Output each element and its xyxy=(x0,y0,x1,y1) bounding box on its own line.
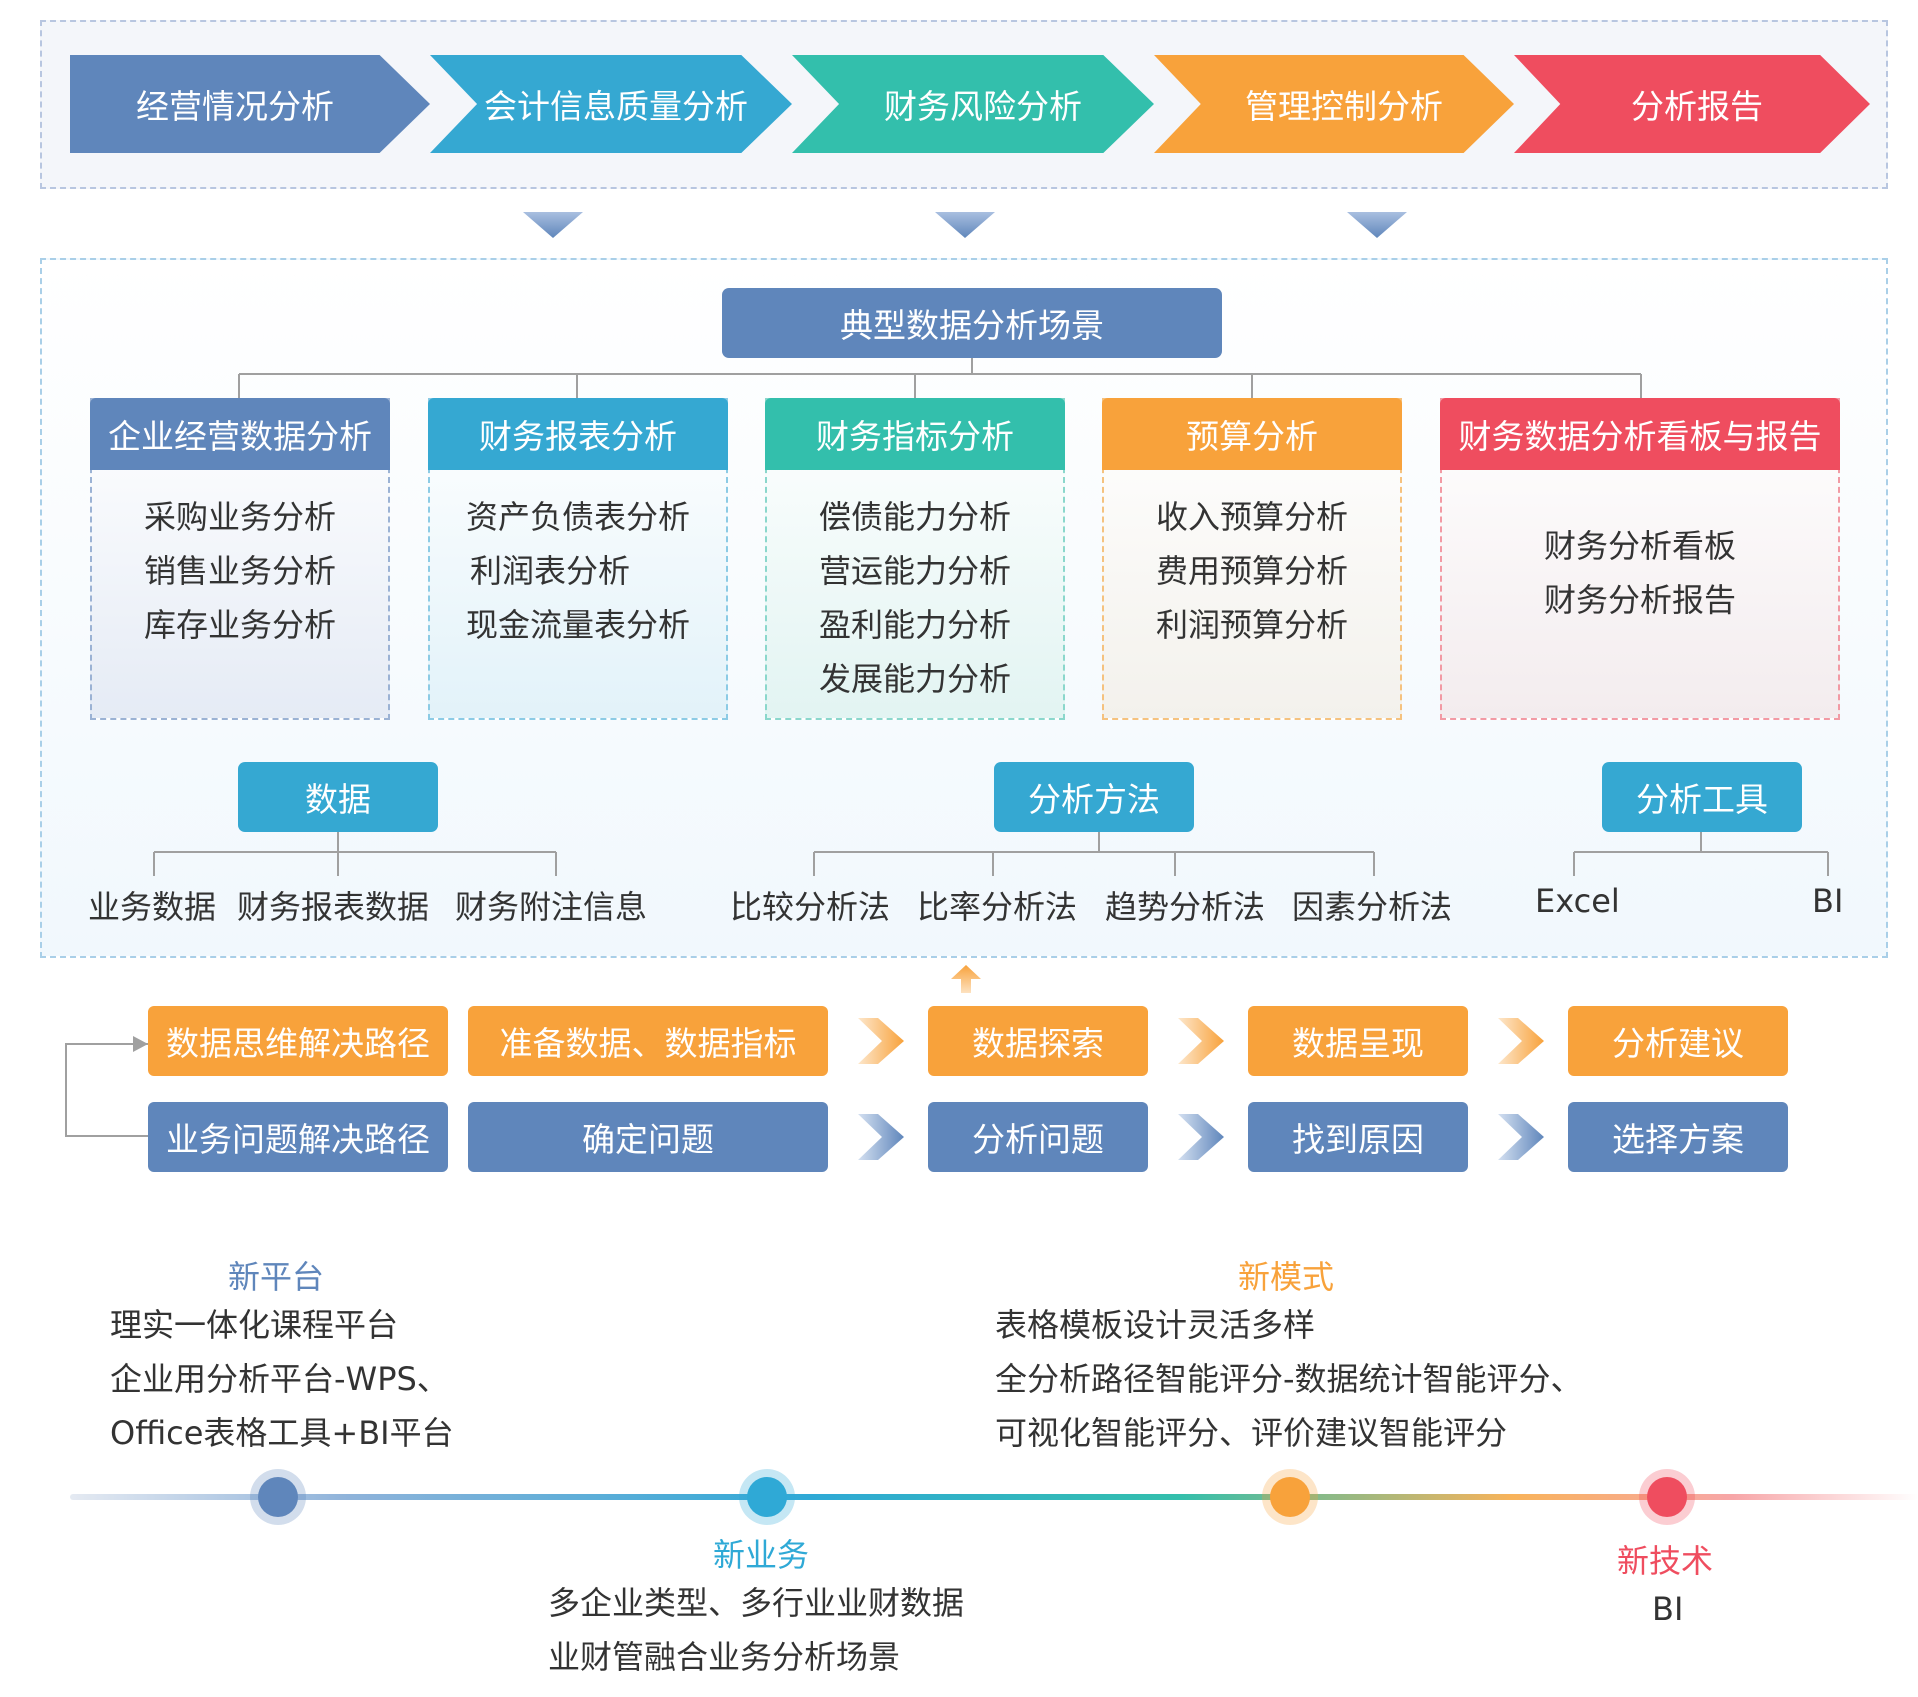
data-path-step-prepare: 准备数据、数据指标 xyxy=(468,1006,828,1076)
list-item: 收入预算分析 xyxy=(1155,498,1348,536)
tool-item-bi: BI xyxy=(1812,882,1844,920)
business-path-step-analyze: 分析问题 xyxy=(928,1102,1148,1172)
timeline-line: BI xyxy=(1652,1590,1684,1628)
arrow-right-icon xyxy=(1498,1018,1544,1064)
timeline-line-track xyxy=(70,1494,1918,1500)
scenario-title-label: 典型数据分析场景 xyxy=(840,306,1104,345)
list-item: 发展能力分析 xyxy=(818,660,1011,698)
timeline-dot-platform xyxy=(258,1477,298,1517)
timeline-dot-tech xyxy=(1647,1477,1687,1517)
card-title: 财务报表分析 xyxy=(428,398,728,470)
card-title: 财务指标分析 xyxy=(765,398,1065,470)
data-item-statements: 财务报表数据 xyxy=(237,888,430,926)
list-item: 偿债能力分析 xyxy=(818,498,1011,536)
timeline-tech-text: BI xyxy=(1652,1582,1683,1636)
timeline-dot-business xyxy=(747,1477,787,1517)
method-item-ratio: 比率分析法 xyxy=(917,888,1078,926)
timeline-line: 表格模板设计灵活多样 xyxy=(995,1306,1316,1344)
business-path-step-choose: 选择方案 xyxy=(1568,1102,1788,1172)
timeline-line: 多企业类型、多行业业财数据 xyxy=(548,1584,965,1622)
stage-label: 会计信息质量分析 xyxy=(484,87,748,126)
card-items: 偿债能力分析 营运能力分析 盈利能力分析 发展能力分析 xyxy=(767,472,1063,718)
stage-label: 经营情况分析 xyxy=(136,87,334,126)
list-item: 利润表分析 xyxy=(470,552,631,590)
timeline-mode-text: 表格模板设计灵活多样 全分析路径智能评分-数据统计智能评分、 可视化智能评分、评… xyxy=(995,1298,1583,1460)
stage-accounting-quality: 会计信息质量分析 xyxy=(430,55,792,153)
method-item-trend: 趋势分析法 xyxy=(1105,888,1266,926)
card-items: 收入预算分析 费用预算分析 利润预算分析 xyxy=(1104,472,1400,718)
stage-financial-risk: 财务风险分析 xyxy=(792,55,1154,153)
data-path-title: 数据思维解决路径 xyxy=(148,1006,448,1076)
card-financial-indicators: 财务指标分析 偿债能力分析 营运能力分析 盈利能力分析 发展能力分析 xyxy=(765,398,1065,720)
stage-label: 财务风险分析 xyxy=(884,87,1082,126)
data-path-step-explore: 数据探索 xyxy=(928,1006,1148,1076)
scenario-title: 典型数据分析场景 xyxy=(722,288,1222,358)
timeline-line: 全分析路径智能评分-数据统计智能评分、 xyxy=(995,1360,1583,1398)
list-item: 库存业务分析 xyxy=(143,606,336,644)
list-item: 资产负债表分析 xyxy=(465,498,690,536)
arrow-right-icon xyxy=(1498,1114,1544,1160)
card-title: 预算分析 xyxy=(1102,398,1402,470)
data-item-notes: 财务附注信息 xyxy=(455,888,648,926)
stage-analysis-report: 分析报告 xyxy=(1514,55,1870,153)
chevron-down-icon xyxy=(1347,212,1407,238)
business-path-title: 业务问题解决路径 xyxy=(148,1102,448,1172)
data-item-business: 业务数据 xyxy=(88,888,217,926)
data-group-title: 数据 xyxy=(238,762,438,832)
list-item: 现金流量表分析 xyxy=(465,606,690,644)
list-item: 营运能力分析 xyxy=(818,552,1011,590)
timeline-platform-title: 新平台 xyxy=(228,1258,325,1296)
timeline-tech-title: 新技术 xyxy=(1617,1542,1714,1580)
group-title-label: 数据 xyxy=(305,780,371,819)
arrow-right-icon xyxy=(858,1018,904,1064)
arrow-right-icon xyxy=(1178,1018,1224,1064)
card-financial-statements: 财务报表分析 资产负债表分析 利润表分析 现金流量表分析 xyxy=(428,398,728,720)
timeline-business-text: 多企业类型、多行业业财数据 业财管融合业务分析场景 xyxy=(548,1576,964,1684)
arrow-right-icon xyxy=(1178,1114,1224,1160)
card-title: 企业经营数据分析 xyxy=(90,398,390,470)
chevron-down-icon xyxy=(523,212,583,238)
list-item: 费用预算分析 xyxy=(1155,552,1348,590)
card-dashboard-report: 财务数据分析看板与报告 财务分析看板 财务分析报告 xyxy=(1440,398,1840,720)
card-items: 财务分析看板 财务分析报告 xyxy=(1442,472,1838,718)
timeline-line: 企业用分析平台-WPS、 xyxy=(110,1360,449,1398)
timeline-line: Office表格工具+BI平台 xyxy=(110,1414,454,1452)
business-path-step-cause: 找到原因 xyxy=(1248,1102,1468,1172)
list-item: 销售业务分析 xyxy=(143,552,336,590)
timeline-platform-text: 理实一体化课程平台 企业用分析平台-WPS、 Office表格工具+BI平台 xyxy=(110,1298,454,1460)
stage-management-control: 管理控制分析 xyxy=(1154,55,1514,153)
tool-item-excel: Excel xyxy=(1535,882,1620,920)
data-path-step-advise: 分析建议 xyxy=(1568,1006,1788,1076)
timeline-business-title: 新业务 xyxy=(713,1536,810,1574)
timeline-line: 业财管融合业务分析场景 xyxy=(548,1638,901,1676)
arrow-right-icon xyxy=(858,1114,904,1160)
timeline-dot-mode xyxy=(1270,1477,1310,1517)
group-title-label: 分析工具 xyxy=(1636,780,1768,819)
arrow-up-icon xyxy=(951,965,981,993)
timeline-line: 理实一体化课程平台 xyxy=(110,1306,399,1344)
list-item: 盈利能力分析 xyxy=(818,606,1011,644)
methods-group-title: 分析方法 xyxy=(994,762,1194,832)
card-business-data: 企业经营数据分析 采购业务分析 销售业务分析 库存业务分析 xyxy=(90,398,390,720)
list-item: 利润预算分析 xyxy=(1155,606,1348,644)
business-path-step-define: 确定问题 xyxy=(468,1102,828,1172)
method-item-factor: 因素分析法 xyxy=(1292,888,1453,926)
list-item: 财务分析报告 xyxy=(1543,581,1736,619)
card-budget: 预算分析 收入预算分析 费用预算分析 利润预算分析 xyxy=(1102,398,1402,720)
method-item-comparison: 比较分析法 xyxy=(730,888,891,926)
stage-business-analysis: 经营情况分析 xyxy=(70,55,430,153)
data-path-step-present: 数据呈现 xyxy=(1248,1006,1468,1076)
timeline-line: 可视化智能评分、评价建议智能评分 xyxy=(995,1414,1508,1452)
stage-label: 分析报告 xyxy=(1631,87,1763,126)
chevron-down-icon xyxy=(935,212,995,238)
card-title: 财务数据分析看板与报告 xyxy=(1440,398,1840,470)
timeline-mode-title: 新模式 xyxy=(1238,1258,1335,1296)
list-item: 财务分析看板 xyxy=(1543,527,1736,565)
list-item: 采购业务分析 xyxy=(143,498,336,536)
tools-group-title: 分析工具 xyxy=(1602,762,1802,832)
card-items: 资产负债表分析 利润表分析 现金流量表分析 xyxy=(430,472,726,718)
group-title-label: 分析方法 xyxy=(1028,780,1160,819)
stage-label: 管理控制分析 xyxy=(1245,87,1443,126)
card-items: 采购业务分析 销售业务分析 库存业务分析 xyxy=(92,472,388,718)
